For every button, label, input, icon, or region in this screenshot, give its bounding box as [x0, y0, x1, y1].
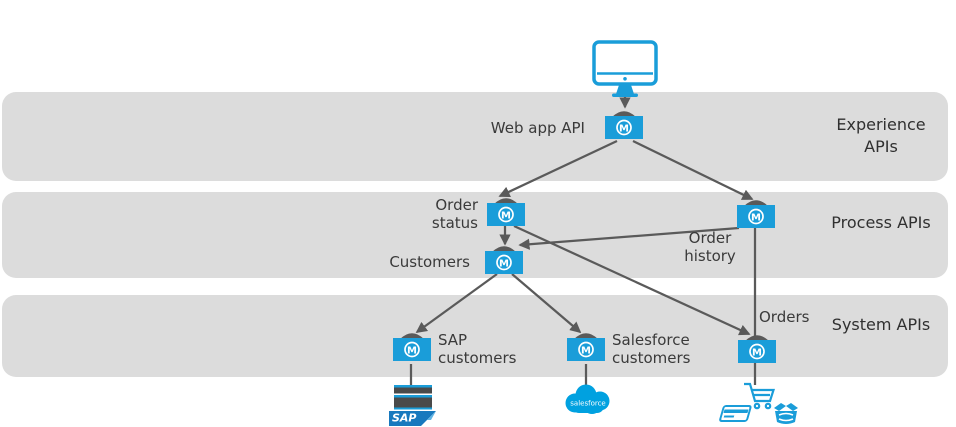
- edge-customers-to-salesforcecustomers: [511, 273, 582, 334]
- label-order-history: Order history: [684, 229, 736, 265]
- band-label-experience-apis: Experience APIs: [836, 115, 926, 156]
- label-sap-customers: SAP customers: [438, 331, 517, 367]
- label-salesforce-customers: Salesforce customers: [612, 331, 691, 367]
- label-web-app-api: Web app API: [490, 119, 585, 137]
- edge-orderhistory-to-customers: [518, 226, 740, 250]
- cart-icon: [744, 382, 776, 410]
- band-system-apis: [2, 295, 948, 377]
- band-process-apis: [2, 192, 948, 278]
- band-label-system-apis: System APIs: [831, 315, 931, 334]
- node-salesforce-customers: [564, 327, 608, 361]
- label-order-status: Order status: [431, 196, 478, 232]
- node-customers: [482, 240, 526, 274]
- box-arrows: [778, 412, 794, 422]
- node-order-status: [484, 192, 528, 226]
- band-label-process-apis: Process APIs: [831, 213, 931, 232]
- sap-system-icon: SAP: [389, 385, 436, 426]
- credit-card-icon: [719, 405, 752, 422]
- edge-customers-to-sapcustomers: [415, 273, 498, 333]
- node-order-history: [734, 194, 778, 228]
- edge-webapp-to-orderhistory: [632, 139, 754, 201]
- ecommerce-system-icon: [719, 382, 798, 424]
- label-customers: Customers: [389, 253, 470, 271]
- salesforce-logo-text: salesforce: [570, 400, 605, 408]
- node-orders: [735, 329, 779, 363]
- monitor-icon: [592, 40, 658, 97]
- node-sap-customers: [390, 327, 434, 361]
- sap-logo-text: SAP: [392, 412, 417, 425]
- salesforce-icon: salesforce: [565, 384, 610, 414]
- node-web-app-api: [602, 105, 646, 139]
- edge-orderstatus-to-orders: [513, 224, 751, 336]
- edge-webapp-to-orderstatus: [498, 139, 618, 198]
- band-experience-apis: [2, 92, 948, 181]
- label-orders: Orders: [759, 308, 810, 326]
